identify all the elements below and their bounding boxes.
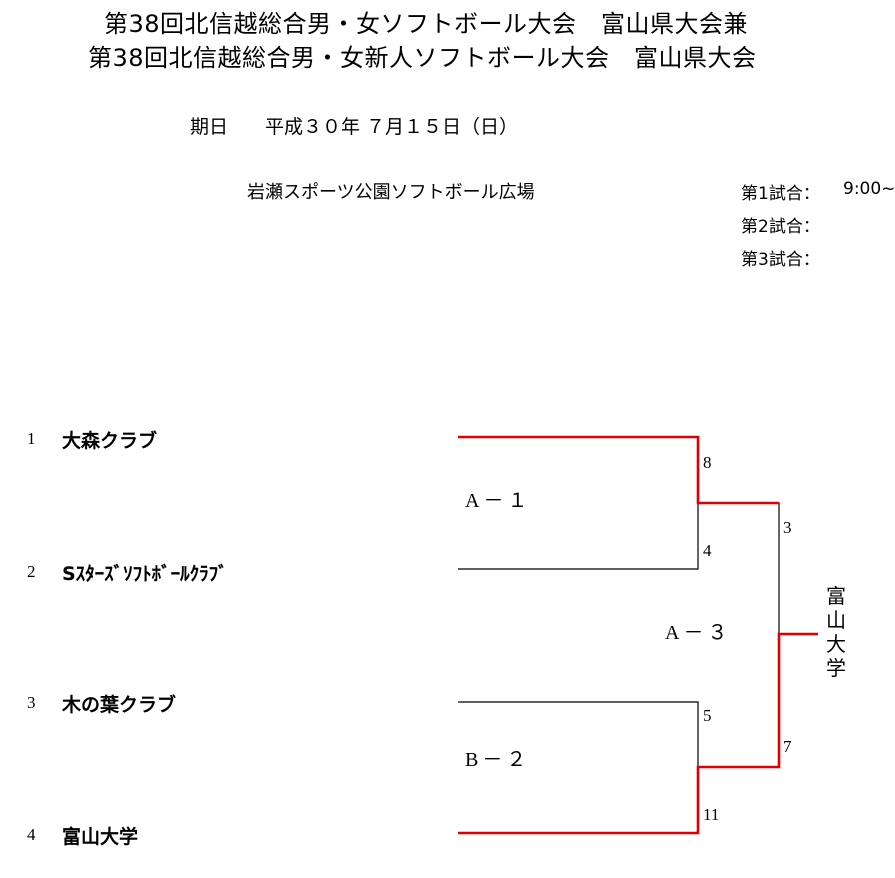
venue: 岩瀬スポーツ公園ソフトボール広場 [247,182,535,203]
schedule-label-3: 第3試合： [741,250,820,270]
team-name: 富山大学 [62,826,139,848]
bracket-line-team1 [458,435,779,505]
date-label: 期日 [190,116,229,138]
seed-number: 1 [27,429,36,448]
score-a1-top: 8 [703,453,712,472]
match-label-a1: A－１ [465,490,532,512]
team-name: Sｽﾀｰｽﾞｿﾌﾄﾎﾞｰﾙｸﾗﾌﾞ [62,563,228,585]
title-line-2: 第38回北信越総合男・女新人ソフトボール大会 富山県大会 [88,44,757,72]
team-name: 大森クラブ [62,430,158,452]
score-a3-bottom: 7 [783,737,792,756]
seed-number: 4 [27,825,36,844]
team-name: 木の葉クラブ [62,694,177,716]
bracket-line-team2 [458,503,699,570]
champion-char: 山 [826,608,846,632]
bracket-line-team3 [458,701,699,767]
match-label-a3: A－３ [665,622,732,644]
score-b2-top: 5 [703,706,712,725]
winner-lines [458,435,818,835]
champion-char: 大 [826,632,846,656]
score-b2-bottom: 11 [703,805,720,824]
seed-number: 3 [27,693,36,712]
match-label-b2: B－２ [465,749,531,771]
schedule-label-2: 第2試合： [741,217,820,237]
schedule-time-1: 9:00~ [843,179,895,199]
schedule-label-1: 第1試合： [741,184,820,204]
bracket-line-semi1-final [698,502,780,634]
champion-char: 富 [826,584,846,608]
seed-number: 2 [27,562,36,581]
title-line-1: 第38回北信越総合男・女ソフトボール大会 富山県大会兼 [104,10,749,38]
score-a1-bottom: 4 [703,541,712,560]
score-a3-top: 3 [783,518,792,537]
date-value: 平成３０年 ７月１５日（日） [265,116,519,138]
bracket-line-team4 [458,632,818,835]
champion-char: 学 [826,656,846,680]
champion-name: 富 山 大 学 [822,584,850,680]
